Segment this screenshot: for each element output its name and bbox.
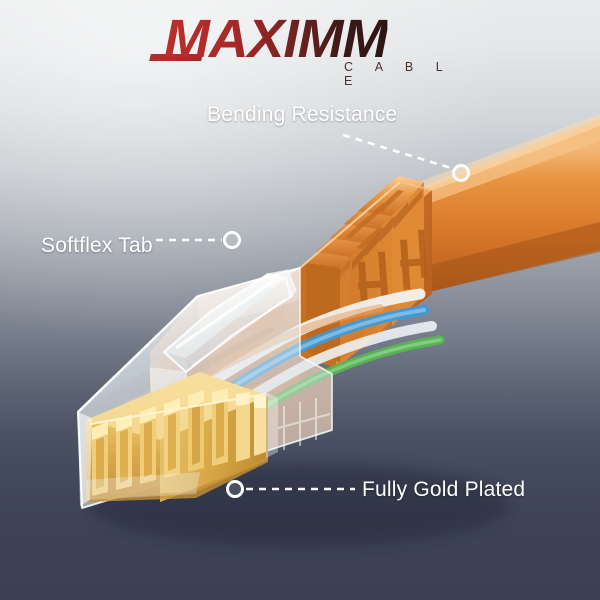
callout-label-bending-resistance: Bending Resistance [207,103,398,126]
marker-fully-gold-plated [226,480,244,498]
brand-logo: MAXIMM C A B L E [149,8,480,88]
callout-label-fully-gold-plated: Fully Gold Plated [362,478,526,501]
marker-bending-resistance [452,164,470,182]
gold-plated-contacts [86,372,268,502]
callout-markers [223,164,470,498]
boot-grooves [352,190,422,270]
boot-cutouts [358,229,428,310]
brand-wordmark: MAXIMM [164,9,388,69]
leader-line-bending [342,133,452,170]
marker-softflex-tab [223,231,241,249]
housing-front-lip [78,392,331,506]
brand-tagline: C A B L E [344,60,452,88]
contact-pin-row [92,388,266,496]
callout-label-softflex-tab: Softflex Tab [41,234,153,257]
boot-top-slots [345,190,404,249]
